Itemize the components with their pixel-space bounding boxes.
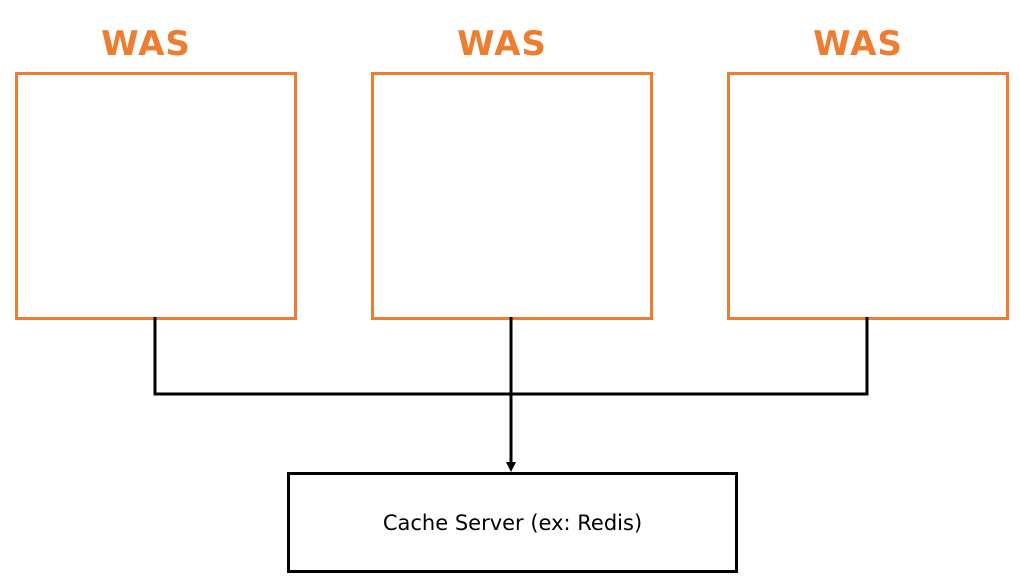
cache-server-box: Cache Server (ex: Redis)	[287, 472, 738, 573]
connector-was-3	[511, 317, 869, 396]
was-label-2: WAS	[457, 24, 547, 64]
was-label-1: WAS	[101, 24, 191, 64]
was-box-2	[371, 72, 653, 320]
connector-was-1	[153, 317, 511, 396]
was-label-3: WAS	[813, 24, 903, 64]
cache-server-label: Cache Server (ex: Redis)	[382, 510, 643, 535]
